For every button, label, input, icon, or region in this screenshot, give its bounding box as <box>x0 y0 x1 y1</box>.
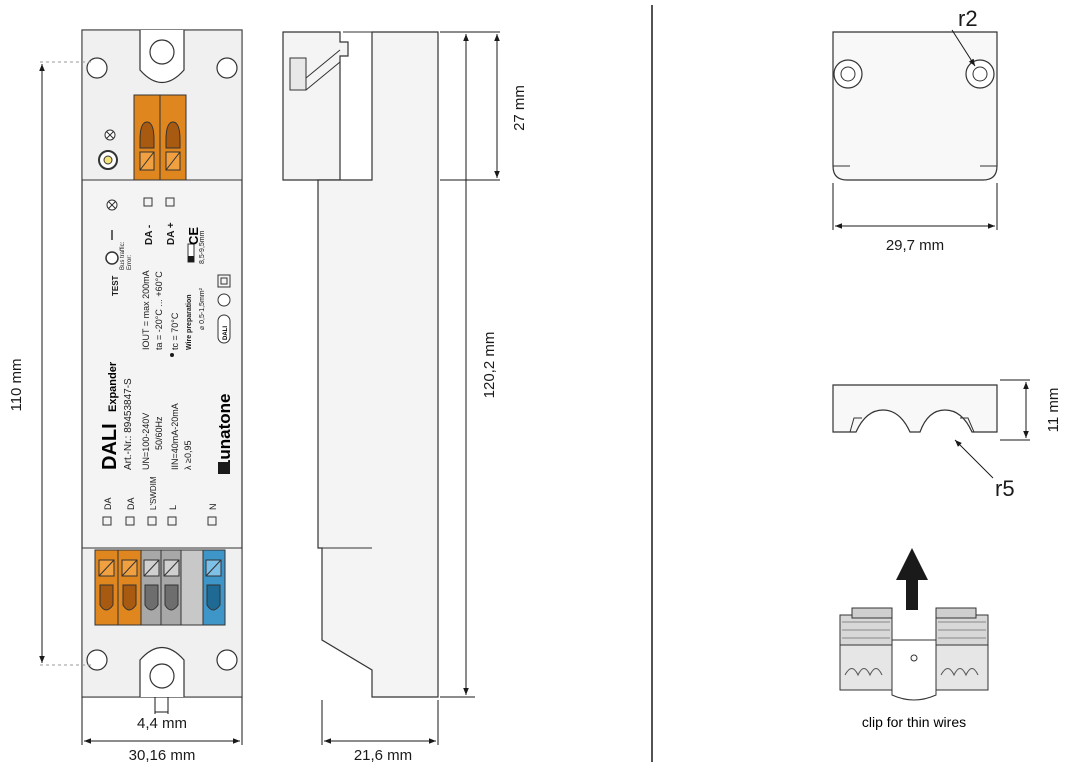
mount-hole-top-left <box>86 57 108 79</box>
dali-logo: DALI <box>223 326 229 340</box>
compliance-icon <box>217 293 231 307</box>
product-label: DALI Expander Art.-Nr.: 89453847-S UN=10… <box>99 197 234 474</box>
top-terminal-block <box>133 94 187 181</box>
clip-caption: clip for thin wires <box>862 714 966 730</box>
led-icon <box>104 129 116 141</box>
frequency-rating: 50/60Hz <box>154 416 164 450</box>
product-name-big: DALI <box>99 423 121 470</box>
dim-label-r5: r5 <box>995 476 1015 501</box>
terminal-label-1: DA <box>126 497 136 510</box>
dim-label-4-4: 4,4 mm <box>137 715 187 732</box>
front-view: DA DA L'SWDIM L N DALI Expander Art.-Nr.… <box>8 29 243 764</box>
case-temp: tc = 70°C <box>170 312 180 350</box>
mount-hole-bottom-left <box>86 649 108 671</box>
mount-hole-bottom-right <box>216 649 238 671</box>
bus-traffic-label: Bus traffic: <box>120 241 126 270</box>
strip-length: 8,5-9,5mm <box>199 230 206 264</box>
wire-prep: Wire preparation <box>186 294 193 350</box>
terminal-labels: DA DA L'SWDIM L N <box>102 476 218 526</box>
art-number: Art.-Nr.: 89453847-S <box>123 378 134 470</box>
terminal-label-3: L <box>168 505 178 510</box>
mount-hole-top-right <box>216 57 238 79</box>
product-name-small: Expander <box>107 361 119 412</box>
ambient-temp: ta = -20°C ... +60°C <box>154 271 164 350</box>
insert-direction-arrow-icon <box>896 548 928 610</box>
dim-label-r2: r2 <box>958 6 978 31</box>
clip-side-view: 11 mm r5 <box>832 379 1062 501</box>
double-insulation-icon <box>217 274 231 288</box>
brand-name: Lunatone <box>215 394 234 471</box>
da-plus-label: DA + <box>166 222 177 245</box>
dim-label-11: 11 mm <box>1045 388 1062 433</box>
thin-wire-clip-illustration: clip for thin wires <box>839 607 989 730</box>
dim-label-120-2: 120,2 mm <box>481 332 498 399</box>
dim-label-21-6: 21,6 mm <box>354 747 412 764</box>
dim-label-110: 110 mm <box>8 358 25 411</box>
clip-top-view: r2 29,7 mm <box>832 6 998 254</box>
terminal-label-4: N <box>208 504 218 511</box>
input-current: IIN=40mA-20mA <box>170 403 180 470</box>
terminal-label-0: DA <box>103 497 113 510</box>
power-factor: λ ≥0,95 <box>183 441 193 470</box>
error-label: Error: <box>127 255 133 270</box>
side-top-cap <box>282 31 349 181</box>
dim-label-30-16: 30,16 mm <box>129 747 196 764</box>
test-label: TEST <box>111 275 120 296</box>
wire-size: ⌀ 0,5-1,5mm² <box>199 287 206 330</box>
bottom-terminal-block <box>94 549 226 626</box>
status-led-icon <box>106 199 118 211</box>
dim-label-29-7: 29,7 mm <box>886 237 944 254</box>
da-minus-label: DA - <box>144 225 155 245</box>
ce-mark: CE <box>186 227 201 245</box>
output-current: IOUT = max 200mA <box>141 270 151 350</box>
terminal-label-2: L'SWDIM <box>149 476 158 510</box>
side-view: 27 mm 120,2 mm 21,6 mm <box>282 31 528 764</box>
dim-label-27: 27 mm <box>511 85 528 131</box>
voltage-rating: UN=100-240V <box>141 413 151 470</box>
test-symbol-icon <box>105 251 119 265</box>
